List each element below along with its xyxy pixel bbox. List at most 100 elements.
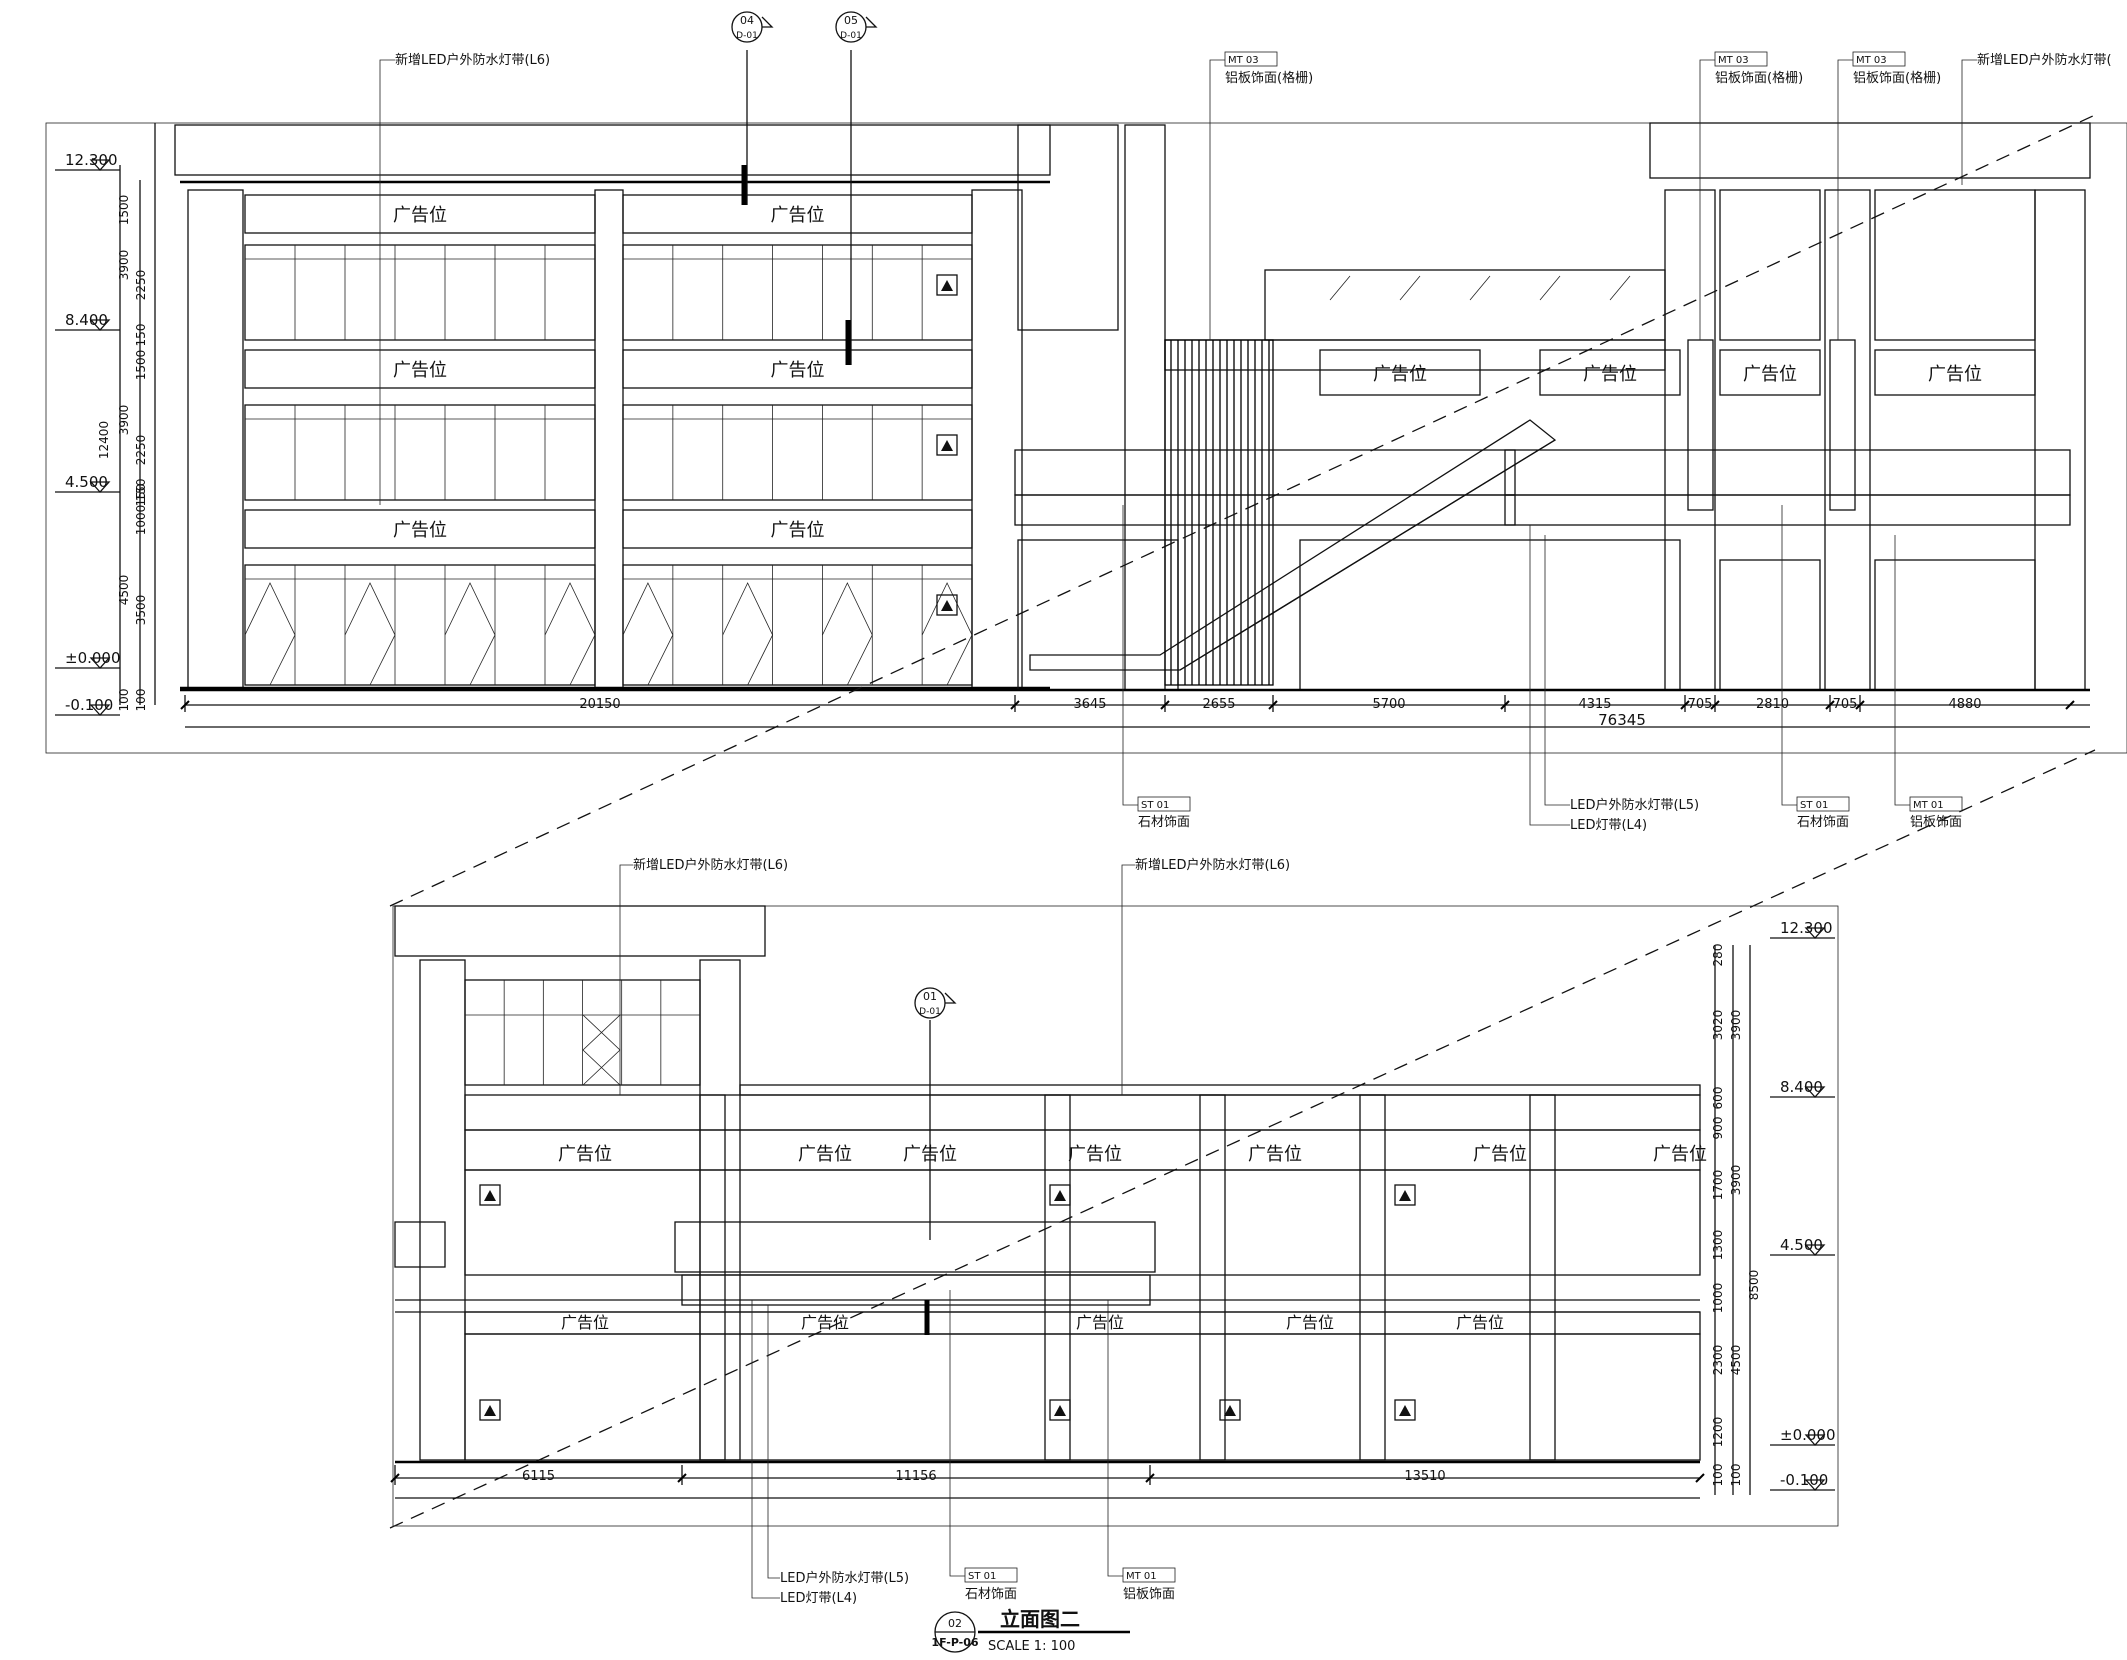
level-label: 8.400 [1780,1078,1823,1096]
ad-panel [244,349,596,389]
level-label: 4.500 [65,473,108,491]
window-band [622,244,973,341]
total-dimension: 76345 [1598,711,1646,729]
svg-text:铝板饰面(格栅): 铝板饰面(格栅) [1715,70,1803,86]
dim-label: 5700 [1372,697,1405,712]
ad-panel [622,349,973,389]
grille-band [464,1094,1701,1131]
level-label: 12.300 [65,151,118,169]
upper-frame [45,122,2127,754]
callout-mt01: MT 01 铝板饰面 [1894,535,1963,830]
stone-pillar [1824,189,1871,691]
ad-label: 广告位 [393,205,447,226]
callout-mt01: MT 01 铝板饰面 [1107,1300,1176,1602]
dim-label: 11156 [895,1469,936,1484]
dim-label: 4500 [117,575,131,606]
light-fixture-icon [1394,1399,1416,1421]
window-band [622,564,973,686]
window-band [244,404,596,501]
dim-label: 100 [1729,1464,1743,1487]
bridge-slab [681,1274,1151,1306]
svg-text:铝板饰面(格栅): 铝板饰面(格栅) [1225,70,1313,86]
dim-label: 3900 [1729,1010,1743,1041]
light-fixture-icon [1049,1399,1071,1421]
dim-label: 100 [117,689,131,712]
canopy-frame [1264,269,1666,341]
ad-label: 广告位 [798,1144,852,1165]
svg-text:D-01: D-01 [840,31,862,41]
callout-led-new-right: 新增LED户外防水灯带( [1961,52,2112,185]
title-block: 02 1F-P-06 立面图二 SCALE 1: 100 [931,1607,1130,1654]
svg-text:ST 01: ST 01 [968,1571,996,1582]
dim-label: 150 [134,479,148,502]
dim-label: 2810 [1756,697,1789,712]
dim-label: 4315 [1578,697,1611,712]
callout-led5: LED户外防水灯带(L5) [767,1305,909,1586]
aluminium-grille [1164,339,1274,686]
svg-text:D-01: D-01 [736,31,758,41]
storefront [1299,539,1681,691]
ad-label: 广告位 [561,1313,609,1332]
svg-text:LED户外防水灯带(L5): LED户外防水灯带(L5) [1570,797,1699,813]
pillar [1359,1094,1386,1461]
window-band [244,564,596,686]
dim-label: 3900 [117,405,131,436]
bridge-slab-right [1504,494,2071,526]
ad-label: 广告位 [771,360,825,381]
ad-label: 广告位 [393,360,447,381]
ad-panel [244,509,596,549]
bridge-railing-right [1504,449,2071,496]
dim-label: 900 [1711,1117,1725,1140]
light-fixture-icon [1394,1184,1416,1206]
svg-text:LED户外防水灯带(L5): LED户外防水灯带(L5) [780,1570,909,1586]
lower-storefront [464,1333,1701,1461]
svg-text:新增LED户外防水灯带(L6): 新增LED户外防水灯带(L6) [395,52,550,68]
level-label: -0.100 [1780,1471,1828,1489]
stone-pillar [419,959,466,1461]
dim-label: 4500 [1729,1345,1743,1376]
svg-text:MT 03: MT 03 [1856,55,1887,66]
bridge-railing [674,1221,1156,1273]
level-label: -0.100 [65,696,113,714]
dim-label: 600 [1711,1087,1725,1110]
svg-text:铝板饰面: 铝板饰面 [1910,815,1962,830]
dim-label: 705 [1688,697,1713,712]
svg-text:LED灯带(L4): LED灯带(L4) [1570,818,1647,833]
dim-label: 13510 [1404,1469,1445,1484]
hatched-wall-lower [1017,539,1179,691]
section-marker: 05 D-01 [835,11,878,365]
svg-text:石材饰面: 石材饰面 [1797,815,1849,830]
dim-label: 2655 [1202,697,1235,712]
stone-pillar [187,189,244,691]
callout-mt03: MT 03 铝板饰面(格栅) [1837,51,1941,340]
light-fixture-icon [936,274,958,296]
ad-label: 广告位 [771,205,825,226]
central-section: 广告位 广告位 [1014,269,2071,691]
svg-text:铝板饰面(格栅): 铝板饰面(格栅) [1853,70,1941,86]
ad-label: 广告位 [1456,1313,1504,1332]
ad-label: 广告位 [771,520,825,541]
dim-label: 3900 [117,250,131,281]
stone-pillar [971,189,1023,691]
light-fixture-icon [1049,1184,1071,1206]
pillar [1529,1094,1556,1461]
drawing-title: 立面图二 [1000,1607,1080,1631]
ad-label: 广告位 [1373,364,1427,385]
upper-elevation: 广告位广告位广告位广告位广告位广告位 广告位 广告位 [45,11,2127,833]
ad-label: 广告位 [1286,1313,1334,1332]
svg-text:新增LED户外防水灯带(: 新增LED户外防水灯带( [1977,52,2112,68]
level-label: 8.400 [65,311,108,329]
dim-label: 6115 [522,1469,555,1484]
dim-label: 1500 [134,350,148,381]
dim-label: 8500 [1747,1270,1761,1301]
callout-led4: LED灯带(L4) [751,1300,857,1606]
svg-text:01: 01 [923,990,937,1003]
pillar [699,1094,726,1461]
svg-text:新增LED户外防水灯带(L6): 新增LED户外防水灯带(L6) [1135,857,1290,873]
ad-panel [244,194,596,234]
